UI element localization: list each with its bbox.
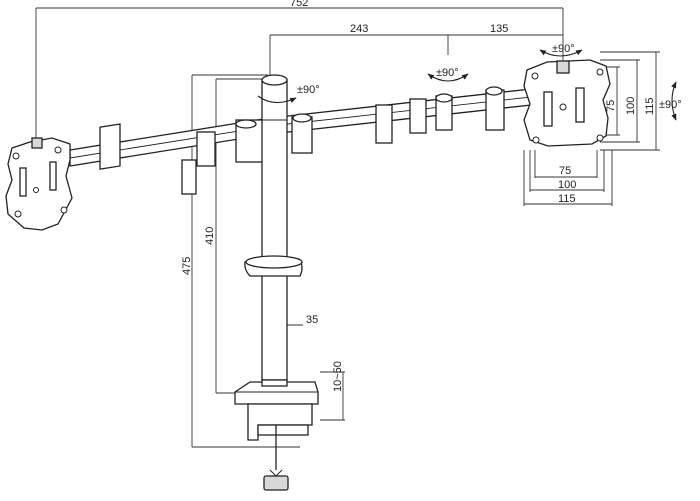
rotation-tilt-indicator: ±90°: [659, 81, 682, 121]
rotation-elbow-indicator: ±90°: [427, 67, 469, 82]
dimension-vesa-horizontal: 75 100 115: [523, 150, 613, 206]
horizontal-arm: [69, 86, 541, 195]
vesa-plate-right: [523, 59, 611, 147]
vesa-plate-left: [5, 137, 73, 231]
dimension-clamp-range: 10~50: [320, 361, 345, 421]
rotation-label-elbow: ±90°: [436, 67, 459, 79]
dim-label-vesa-115-v: 115: [644, 97, 656, 115]
dim-label-vesa-75-v: 75: [605, 100, 617, 112]
rotation-pole-indicator: ±90°: [257, 84, 320, 104]
dim-label-243: 243: [350, 23, 368, 35]
dim-label-vesa-100-v: 100: [625, 97, 637, 115]
rotation-label-tilt: ±90°: [659, 99, 682, 111]
rotation-swivel-indicator: ±90°: [539, 43, 583, 57]
vertical-pole: [244, 74, 303, 381]
dim-label-clamp: 10~50: [332, 361, 344, 392]
dim-label-35: 35: [306, 314, 318, 326]
dim-label-vesa-75-h: 75: [559, 165, 571, 177]
dim-label-410: 410: [204, 227, 216, 245]
dim-label-135: 135: [490, 23, 508, 35]
dimension-arm-spans: 243 135: [269, 23, 563, 78]
dim-label-vesa-115-h: 115: [558, 193, 576, 205]
rotation-label-pole: ±90°: [297, 84, 320, 96]
rotation-label-swivel: ±90°: [552, 43, 575, 55]
dimension-vesa-vertical: 75 100 115: [600, 51, 660, 151]
dim-label-475: 475: [181, 257, 193, 275]
desk-clamp: [234, 379, 319, 491]
dim-label-752: 752: [290, 0, 308, 9]
dim-label-vesa-100-h: 100: [558, 179, 576, 191]
